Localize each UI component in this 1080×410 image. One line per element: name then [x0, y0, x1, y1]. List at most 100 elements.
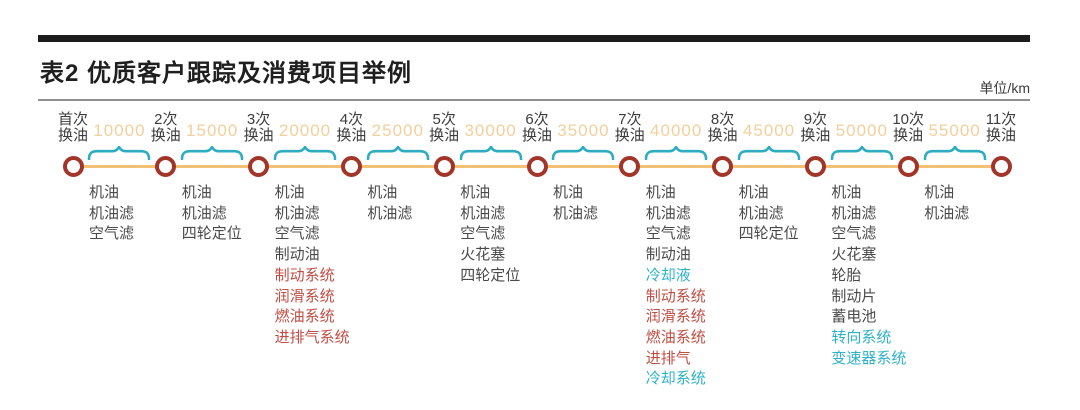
- timeline-node-circle: [340, 155, 362, 177]
- node-label: 11次 换油: [985, 111, 1017, 144]
- mileage-value: 20000: [278, 121, 332, 140]
- service-item: 火花塞: [831, 246, 877, 264]
- interval-brace-icon: [87, 145, 151, 161]
- service-item: 燃油系统: [274, 308, 335, 326]
- service-item: 轮胎: [831, 266, 862, 284]
- service-item: 冷却液: [645, 266, 691, 284]
- interval-brace-icon: [366, 145, 430, 161]
- service-item: 机油滤: [738, 204, 784, 222]
- timeline-node-circle: [526, 155, 548, 177]
- timeline-node-circle: [897, 155, 919, 177]
- page-title: 表2 优质客户跟踪及消费项目举例: [40, 60, 413, 87]
- interval-brace-icon: [551, 145, 615, 161]
- service-item: 机油滤: [924, 204, 970, 222]
- mileage-value: 10000: [93, 121, 146, 140]
- service-items-list: 机油机油滤空气滤: [89, 183, 134, 245]
- service-item: 机油: [831, 184, 862, 201]
- mileage-value: 50000: [835, 121, 888, 140]
- service-item: 蓄电池: [831, 308, 877, 326]
- service-items-list: 机油机油滤空气滤制动油制动系统润滑系统燃油系统进排气系统: [275, 183, 350, 349]
- service-item: 燃油系统: [645, 328, 706, 346]
- service-item: 空气滤: [831, 225, 877, 243]
- timeline-node-circle: [990, 155, 1012, 177]
- unit-label: 单位/km: [979, 80, 1030, 96]
- timeline-node-circle: [248, 155, 270, 177]
- service-item: 润滑系统: [274, 287, 335, 305]
- service-items-list: 机油机油滤: [553, 183, 598, 224]
- service-item: 机油: [367, 184, 398, 201]
- service-item: 空气滤: [460, 225, 506, 243]
- mileage-value: 35000: [557, 121, 610, 140]
- service-items-list: 机油机油滤四轮定位: [739, 183, 799, 245]
- service-item: 四轮定位: [460, 266, 521, 284]
- service-item: 机油: [89, 184, 120, 201]
- service-item: 机油滤: [460, 204, 506, 222]
- interval-brace-icon: [180, 145, 244, 161]
- service-item: 进排气: [645, 349, 691, 367]
- node-label: 7次 换油: [614, 111, 645, 144]
- service-items-list: 机油机油滤: [367, 183, 412, 224]
- service-items-list: 机油机油滤空气滤制动油冷却液制动系统润滑系统燃油系统进排气冷却系统: [646, 183, 706, 390]
- service-item: 制动系统: [274, 266, 335, 284]
- interval-brace-icon: [923, 145, 987, 161]
- service-item: 机油滤: [645, 204, 691, 222]
- mileage-value: 15000: [186, 121, 239, 140]
- node-label: 10次 换油: [892, 111, 925, 144]
- node-label: 4次 换油: [336, 111, 367, 144]
- node-label: 3次 换油: [243, 111, 274, 144]
- service-item: 机油滤: [553, 204, 599, 222]
- service-item: 机油滤: [181, 204, 227, 222]
- node-label: 首次 换油: [57, 111, 88, 144]
- service-item: 转向系统: [831, 328, 892, 346]
- service-item: 进排气系统: [274, 328, 350, 346]
- service-item: 四轮定位: [738, 225, 799, 243]
- node-label: 9次 换油: [800, 111, 831, 144]
- service-item: 机油: [645, 184, 676, 201]
- mileage-value: 45000: [742, 121, 796, 140]
- service-item: 冷却系统: [645, 370, 706, 388]
- service-item: 制动片: [831, 287, 877, 305]
- mileage-value: 25000: [371, 121, 424, 140]
- service-items-list: 机油机油滤空气滤火花塞四轮定位: [460, 183, 520, 287]
- service-item: 机油滤: [831, 204, 877, 222]
- service-item: 机油: [553, 184, 584, 201]
- service-item: 变速器系统: [831, 349, 907, 367]
- service-item: 空气滤: [645, 225, 691, 243]
- interval-brace-icon: [459, 145, 523, 161]
- service-item: 制动油: [274, 246, 320, 264]
- interval-brace-icon: [273, 145, 337, 161]
- mileage-value: 55000: [928, 121, 981, 140]
- top-rule: [38, 35, 1030, 42]
- interval-brace-icon: [830, 145, 894, 161]
- timeline-node-circle: [804, 155, 826, 177]
- service-items-list: 机油机油滤空气滤火花塞轮胎制动片蓄电池转向系统变速器系统: [831, 183, 906, 369]
- timeline-node-circle: [62, 155, 84, 177]
- service-item: 火花塞: [460, 246, 506, 264]
- service-item: 制动油: [645, 246, 691, 264]
- node-label: 5次 换油: [429, 111, 460, 144]
- service-item: 空气滤: [89, 225, 135, 243]
- service-item: 机油: [460, 184, 491, 201]
- timeline-node-circle: [619, 155, 641, 177]
- timeline-node-circle: [712, 155, 734, 177]
- interval-brace-icon: [644, 145, 708, 161]
- service-items-list: 机油机油滤: [924, 183, 969, 224]
- timeline-node-circle: [155, 155, 177, 177]
- timeline-node-circle: [433, 155, 455, 177]
- title-divider: [38, 99, 1030, 101]
- service-item: 机油: [924, 184, 955, 201]
- service-item: 空气滤: [274, 225, 320, 243]
- service-items-list: 机油机油滤四轮定位: [182, 183, 242, 245]
- service-item: 机油滤: [274, 204, 320, 222]
- service-item: 制动系统: [645, 287, 706, 305]
- node-label: 6次 换油: [521, 111, 552, 144]
- interval-brace-icon: [737, 145, 801, 161]
- node-label: 2次 换油: [150, 111, 181, 144]
- mileage-value: 40000: [650, 121, 703, 140]
- service-item: 四轮定位: [181, 225, 242, 243]
- service-item: 润滑系统: [645, 308, 706, 326]
- node-label: 8次 换油: [707, 111, 738, 144]
- service-item: 机油滤: [367, 204, 413, 222]
